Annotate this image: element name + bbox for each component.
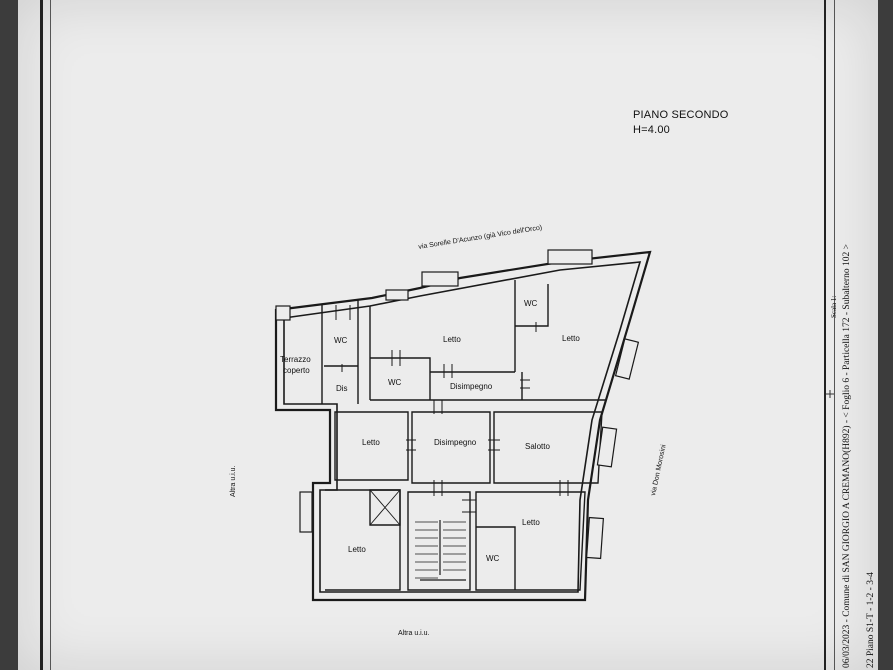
- room-salotto: Salotto: [525, 442, 550, 451]
- cadastral-info-line1: 06/03/2023 - Comune di SAN GIORGIO A CRE…: [842, 244, 852, 668]
- room-letto-upper: Letto: [443, 335, 461, 344]
- neighbor-bottom-label: Altra u.i.u.: [398, 630, 430, 637]
- room-letto-lower-right: Letto: [522, 518, 540, 527]
- room-wc-lower: WC: [486, 554, 500, 563]
- room-wc-upper-left: WC: [334, 336, 348, 345]
- staircase: [415, 520, 466, 581]
- room-dis: Dis: [336, 384, 348, 393]
- room-wc-upper-right: WC: [524, 299, 538, 308]
- window-bays: [275, 249, 640, 560]
- cadastral-info-line2: 22 Piano S1-T - 1-2 - 3-4: [866, 572, 876, 668]
- room-letto-middle-left: Letto: [362, 438, 380, 447]
- room-letto-lower-left: Letto: [348, 545, 366, 554]
- floor-height: H=4.00: [633, 124, 670, 136]
- room-terrazzo-line1: Terrazzo: [280, 355, 311, 364]
- frame-line-left-inner: [50, 0, 51, 670]
- room-disimpegno-upper: Disimpegno: [450, 382, 493, 391]
- scale-mark: [826, 390, 834, 398]
- frame-line-right-inner: [834, 0, 835, 670]
- room-disimpegno-middle: Disimpegno: [434, 438, 477, 447]
- document-sheet: [18, 0, 878, 670]
- scale-text: Scala 1:: [830, 295, 838, 318]
- inner-wall-outline: [283, 261, 642, 593]
- room-wc-middle: WC: [388, 378, 402, 387]
- plan-partitions: [321, 280, 605, 591]
- room-letto-upper-right: Letto: [562, 334, 580, 343]
- frame-line-right: [824, 0, 826, 670]
- room-terrazzo-line2: coperto: [283, 366, 310, 375]
- floor-title: PIANO SECONDO: [633, 109, 729, 121]
- door-marks: [335, 305, 569, 513]
- frame-line-left: [40, 0, 43, 670]
